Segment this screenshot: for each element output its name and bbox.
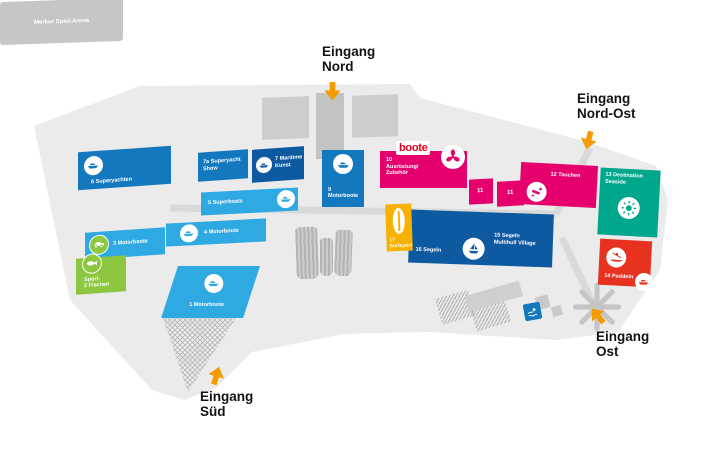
hall-2-sport-fischen[interactable]: Sport- 2 Fischen bbox=[76, 254, 126, 295]
hall-17-surfsport[interactable]: 17 Surfsport bbox=[385, 203, 413, 252]
arena-label: Merkur Spiel-Arena bbox=[33, 17, 90, 26]
entrance-word: Eingang bbox=[322, 44, 376, 59]
hall-16-label: 16 Segeln bbox=[415, 247, 442, 255]
entrance-nord-ost-label: Eingang Nord-Ost bbox=[577, 91, 636, 121]
hall-11-label: 11 bbox=[477, 187, 484, 195]
surfboard-icon bbox=[392, 207, 406, 235]
hall-5-label: 5 Superboats bbox=[208, 198, 243, 207]
hall-17-label: 17 Surfsport bbox=[389, 237, 413, 250]
motorboat-icon bbox=[180, 223, 198, 243]
entrance-nord-arrow-icon bbox=[324, 82, 341, 101]
hall-13-destination-seaside[interactable]: 13 Destination Seaside bbox=[597, 167, 661, 238]
tower-building bbox=[334, 229, 353, 277]
service-building bbox=[352, 94, 398, 138]
hall-4-label: 4 Motorboote bbox=[204, 227, 239, 236]
entrance-word: Eingang bbox=[596, 329, 650, 344]
entrance-direction: Süd bbox=[200, 404, 226, 420]
parking-hatch-area bbox=[163, 318, 236, 392]
motorboat-icon bbox=[333, 154, 353, 174]
hall-5-superboats[interactable]: 5 Superboats bbox=[201, 187, 298, 216]
propeller-icon bbox=[441, 145, 465, 169]
hall-2-label: Sport- 2 Fischen bbox=[84, 275, 110, 290]
entrance-nord: Eingang Nord bbox=[322, 44, 375, 101]
boote-logo: boote bbox=[396, 141, 431, 155]
hall-9-motorboote[interactable]: 9 Motorboote bbox=[322, 150, 364, 207]
hall-3-motorboote[interactable]: 3 Motorboote bbox=[85, 227, 165, 260]
entrance-sued-label: Eingang Süd bbox=[200, 389, 253, 419]
entrance-nord-ost-arrow-icon bbox=[578, 129, 599, 152]
hall-12-tauchen[interactable]: 12 Tauchen bbox=[518, 162, 599, 208]
hall-4-motorboote[interactable]: 4 Motorboote bbox=[166, 218, 266, 247]
motorboat-icon bbox=[256, 156, 272, 174]
hall-7-maritime-kunst[interactable]: 7 Maritime Kunst bbox=[252, 146, 304, 183]
entrance-ost: Eingang Ost bbox=[589, 306, 659, 366]
hall-15-label: 15 Segeln Multihull Village bbox=[493, 232, 536, 247]
hall-9-label: 9 Motorboote bbox=[328, 186, 359, 200]
yacht-icon bbox=[84, 155, 103, 176]
sun-icon bbox=[617, 196, 641, 220]
merkur-spiel-arena: Merkur Spiel-Arena bbox=[0, 0, 123, 46]
hall-11-label: 11 bbox=[507, 189, 514, 197]
entrance-word: Eingang bbox=[577, 91, 631, 106]
hall-6-superyachten[interactable]: 6 Superyachten bbox=[78, 145, 171, 191]
hall-7a-label: 7a Superyacht Show bbox=[203, 156, 241, 172]
diver-icon bbox=[526, 181, 548, 203]
hall-10-label: 10 Ausrüstung/ Zubehör bbox=[386, 157, 419, 177]
entrance-nord-label: Eingang Nord bbox=[322, 44, 375, 74]
boote-logo-text: boote bbox=[399, 142, 428, 154]
service-building bbox=[262, 96, 309, 140]
entrance-nord-ost: Eingang Nord-Ost bbox=[577, 91, 636, 150]
piers bbox=[435, 280, 564, 332]
paddler-icon bbox=[605, 247, 627, 269]
hall-11[interactable]: 11 bbox=[469, 178, 493, 205]
hall-3-label: 3 Motorboote bbox=[113, 238, 148, 247]
hall-7a-superyacht-show[interactable]: 7a Superyacht Show bbox=[198, 149, 248, 182]
hall-1-label: 1 Motorboote bbox=[189, 302, 224, 309]
tower-building bbox=[320, 238, 333, 276]
entrance-direction: Nord bbox=[322, 59, 354, 75]
hall-10-ausruestung-zubehoer[interactable]: 10 Ausrüstung/ Zubehör bbox=[380, 145, 467, 188]
tower-building bbox=[295, 226, 319, 280]
entrance-sued: Eingang Süd bbox=[200, 366, 270, 426]
hall-13-label: 13 Destination Seaside bbox=[604, 171, 644, 186]
entrance-sued-arrow-icon bbox=[206, 364, 228, 387]
motorboat-icon bbox=[634, 272, 654, 292]
hall-12-label: 12 Tauchen bbox=[550, 171, 581, 180]
entrance-direction: Nord-Ost bbox=[577, 106, 636, 122]
hall-14-paddeln[interactable]: 14 Paddeln bbox=[597, 238, 654, 292]
entrance-word: Eingang bbox=[200, 389, 254, 404]
car-icon bbox=[90, 235, 108, 255]
hall-6-label: 6 Superyachten bbox=[91, 176, 132, 186]
swimmer-icon bbox=[527, 307, 537, 317]
hall-1-motorboote[interactable]: 1 Motorboote bbox=[161, 266, 260, 318]
fish-icon bbox=[83, 254, 101, 274]
entrance-ost-arrow-icon bbox=[585, 303, 610, 328]
entrance-direction: Ost bbox=[596, 344, 619, 360]
motorboat-icon bbox=[277, 189, 295, 209]
hall-15-16-segeln[interactable]: 16 Segeln 15 Segeln Multihull Village bbox=[408, 209, 554, 268]
hall-14-label: 14 Paddeln bbox=[604, 273, 634, 281]
motorboat-icon bbox=[204, 274, 224, 293]
north-entrance-corridor bbox=[316, 93, 344, 159]
hall-7-label: 7 Maritime Kunst bbox=[275, 154, 303, 169]
entrance-ost-label: Eingang Ost bbox=[596, 329, 649, 359]
sailboat-icon bbox=[462, 237, 486, 261]
swimmer-sign bbox=[522, 301, 543, 322]
